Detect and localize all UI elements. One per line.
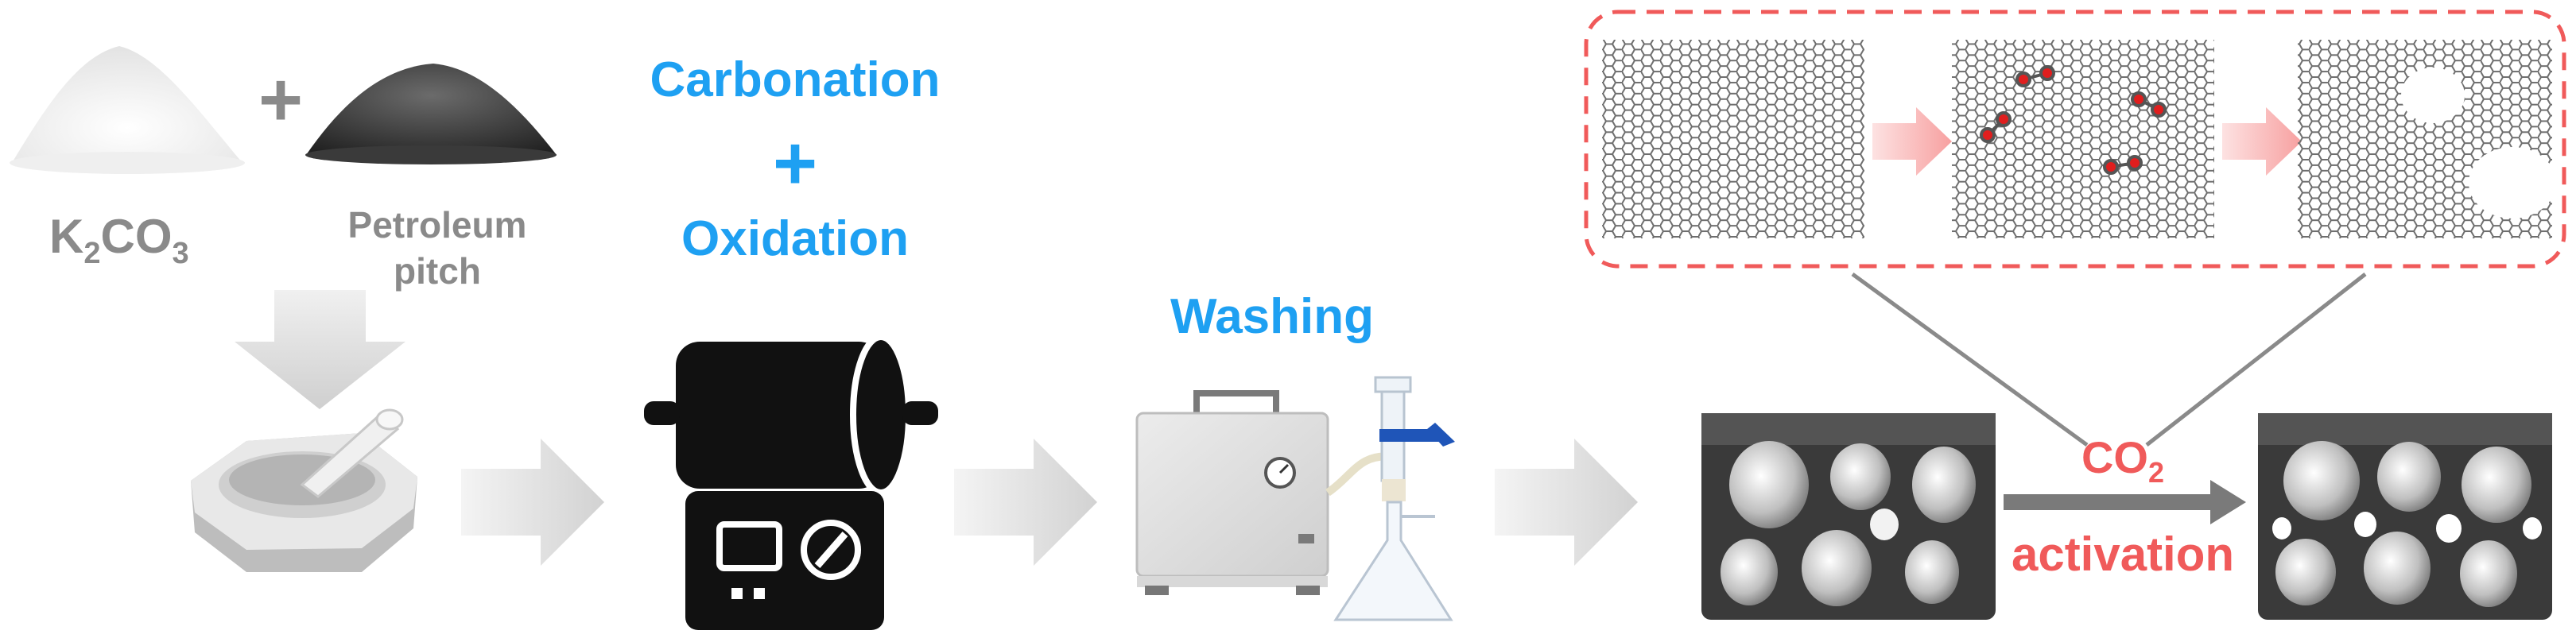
activated-porous-carbon-icon bbox=[2258, 413, 2552, 620]
k2co3-label: K2CO3 bbox=[49, 210, 189, 270]
down-flow-arrow bbox=[235, 290, 405, 409]
flow-arrow bbox=[461, 439, 604, 566]
vacuum-filtration-icon bbox=[1135, 376, 1455, 621]
washing-label: Washing bbox=[1170, 289, 1375, 344]
lattice-step-arrow bbox=[2222, 107, 2302, 176]
oxidized-lattice-icon bbox=[1952, 40, 2214, 238]
carbonation-plus-sign: + bbox=[772, 121, 818, 206]
co2-label: CO2 bbox=[2081, 432, 2165, 489]
inset-connector-line bbox=[2145, 273, 2367, 447]
k2co3-powder-icon bbox=[10, 46, 245, 174]
carbonation-label: Carbonation bbox=[650, 52, 941, 107]
mortar-pestle-icon bbox=[191, 408, 417, 572]
activation-arrow bbox=[2004, 480, 2246, 524]
inset-connector-line bbox=[1851, 272, 2089, 447]
porous-lattice-icon bbox=[2298, 40, 2556, 238]
oxidation-label: Oxidation bbox=[681, 211, 909, 266]
flow-arrow bbox=[954, 439, 1097, 566]
activation-label: activation bbox=[2011, 528, 2235, 581]
pitch-powder-icon bbox=[305, 64, 557, 164]
plus-sign: + bbox=[258, 57, 304, 142]
petroleum-pitch-label: Petroleum pitch bbox=[347, 204, 527, 292]
ball-mill-icon bbox=[644, 334, 938, 630]
graphene-lattice-icon bbox=[1602, 40, 1864, 238]
lattice-step-arrow bbox=[1872, 107, 1952, 176]
porous-carbon-icon bbox=[1701, 413, 1996, 620]
flow-arrow bbox=[1495, 439, 1638, 566]
